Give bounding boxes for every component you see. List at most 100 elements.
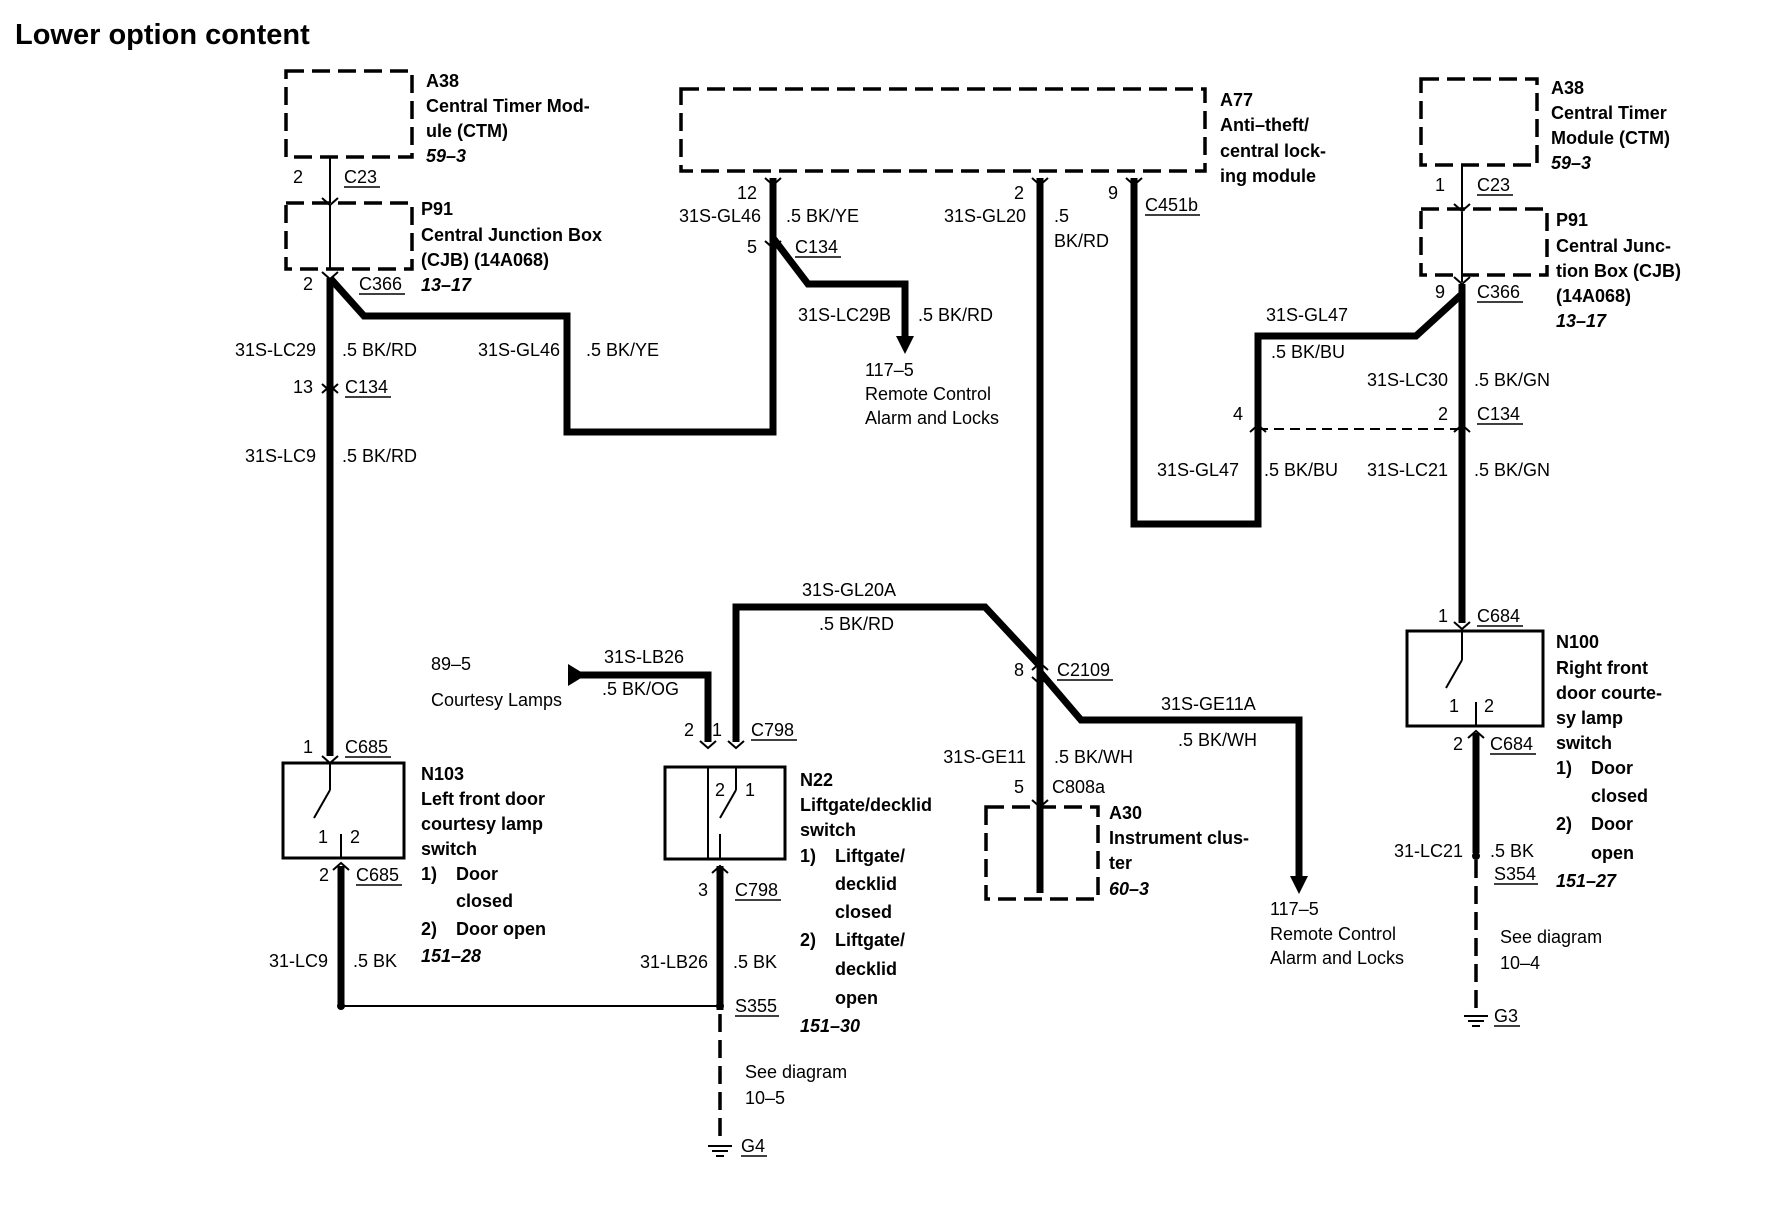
wire-label-lb26: 31S-LB26 <box>604 647 684 667</box>
n22-state1-num: 1) <box>800 846 816 866</box>
connector-c451b: C451b <box>1145 195 1198 215</box>
chevron-c798-bot <box>711 864 729 874</box>
wire-spec-lc30: .5 BK/GN <box>1474 370 1550 390</box>
p91-left-junction-box <box>284 201 414 271</box>
n103-name3: switch <box>421 839 477 859</box>
wire-spec-gl20-a: .5 <box>1054 206 1069 226</box>
n103-switch-box <box>281 761 406 860</box>
p91-left-ref: 13–17 <box>421 275 472 295</box>
splice-s354-label: S354 <box>1494 864 1536 884</box>
n103-state2-a: Door open <box>456 919 546 939</box>
a77-id: A77 <box>1220 90 1253 110</box>
wire-spec-gl20a: .5 BK/RD <box>819 614 894 634</box>
n22-state1-c: closed <box>835 902 892 922</box>
a77-name2: central lock- <box>1220 141 1326 161</box>
wire-label-lc21-ground: 31-LC21 <box>1394 841 1463 861</box>
n103-name2: courtesy lamp <box>421 814 543 834</box>
n22-state2-c: open <box>835 988 878 1008</box>
chevron-a77-pin9 <box>1125 177 1143 187</box>
wire-label-gl46-left: 31S-GL46 <box>478 340 560 360</box>
p91-right-name2: tion Box (CJB) <box>1556 261 1681 281</box>
ref-see-diagram-right-1: See diagram <box>1500 927 1602 947</box>
connector-c684-bot: C684 <box>1490 734 1533 754</box>
wire-spec-lc9: .5 BK/RD <box>342 446 417 466</box>
n22-state1-a: Liftgate/ <box>835 846 905 866</box>
wire-gl46 <box>327 178 777 436</box>
chevron-c134-mid <box>764 240 782 250</box>
ref-see-diagram-right-2: 10–4 <box>1500 953 1540 973</box>
pin-c23-left: 2 <box>293 167 303 187</box>
connector-c366-right: C366 <box>1477 282 1520 302</box>
wire-spec-ge11a: .5 BK/WH <box>1178 730 1257 750</box>
chevron-c685-bot <box>332 861 350 871</box>
a77-anti-theft-module <box>679 87 1207 173</box>
n103-switch-contacts <box>313 763 342 858</box>
n103-state1-num: 1) <box>421 864 437 884</box>
n22-state2-b: decklid <box>835 959 897 979</box>
wire-spec-gl20-b: BK/RD <box>1054 231 1109 251</box>
chevron-c134-right-4 <box>1249 423 1267 433</box>
n100-name4: switch <box>1556 733 1612 753</box>
wire-label-gl47-low: 31S-GL47 <box>1157 460 1239 480</box>
connector-c134-left: C134 <box>345 377 388 397</box>
n22-name2: switch <box>800 820 856 840</box>
chevron-c808a <box>1031 799 1049 809</box>
n22-id: N22 <box>800 770 833 790</box>
pin-c798-3: 3 <box>698 880 708 900</box>
n100-pin-2: 2 <box>1484 696 1494 716</box>
wire-ge11a <box>1037 669 1303 878</box>
a38-right-ref: 59–3 <box>1551 153 1591 173</box>
connector-c808a: C808a <box>1052 777 1106 797</box>
chevron-c684-top <box>1453 621 1471 631</box>
ground-g3-icon <box>1464 1015 1488 1027</box>
connector-c684-top: C684 <box>1477 606 1520 626</box>
connector-c798-bot: C798 <box>735 880 778 900</box>
wire-label-lc30: 31S-LC30 <box>1367 370 1448 390</box>
chevron-c798-top <box>699 740 745 750</box>
splice-s354 <box>1472 852 1480 860</box>
splice-s355-label: S355 <box>735 996 777 1016</box>
n100-state2-num: 2) <box>1556 814 1572 834</box>
a38-left-id: A38 <box>426 71 459 91</box>
n103-pin-1: 1 <box>318 827 328 847</box>
n103-state1-b: closed <box>456 891 513 911</box>
n22-ref: 151–30 <box>800 1016 860 1036</box>
pin-c134-right-4: 4 <box>1233 404 1243 424</box>
chevron-c134-right-2 <box>1453 423 1471 433</box>
n103-pin-2: 2 <box>350 827 360 847</box>
wire-spec-lc21-top: .5 BK/GN <box>1474 460 1550 480</box>
wire-spec-lb26: .5 BK/OG <box>602 679 679 699</box>
wire-spec-gl47-top: .5 BK/BU <box>1271 342 1345 362</box>
n100-state1-b: closed <box>1591 786 1648 806</box>
wire-label-lc9: 31S-LC9 <box>245 446 316 466</box>
wire-label-ge11: 31S-GE11 <box>943 747 1026 767</box>
chevron-c2109 <box>1031 661 1049 686</box>
wire-label-gl20: 31S-GL20 <box>944 206 1026 226</box>
arrow-remote-control-1 <box>896 336 914 354</box>
p91-right-name3: (14A068) <box>1556 286 1631 306</box>
page-title: Lower option content <box>15 19 310 51</box>
arrow-remote-control-2 <box>1290 876 1308 894</box>
ref-remote-control-1-line2: Alarm and Locks <box>865 408 999 428</box>
wire-spec-gl46-top: .5 BK/YE <box>786 206 859 226</box>
n100-name2: door courte- <box>1556 683 1662 703</box>
connector-c798-top: C798 <box>751 720 794 740</box>
a77-name1: Anti–theft/ <box>1220 115 1309 135</box>
wire-label-gl47-top: 31S-GL47 <box>1266 305 1348 325</box>
arrow-courtesy-lamps <box>568 664 586 686</box>
p91-right-junction-box <box>1419 207 1549 277</box>
n22-name1: Liftgate/decklid <box>800 795 932 815</box>
p91-right-name1: Central Junc- <box>1556 236 1671 256</box>
n22-state1-b: decklid <box>835 874 897 894</box>
chevron-c23-right <box>1453 203 1471 213</box>
ground-g3-label: G3 <box>1494 1006 1518 1026</box>
n100-ref: 151–27 <box>1556 871 1617 891</box>
a30-name1: Instrument clus- <box>1109 828 1249 848</box>
ref-courtesy-lamps-page: 89–5 <box>431 654 471 674</box>
wire-spec-ge11: .5 BK/WH <box>1054 747 1133 767</box>
chevron-c366-right <box>1453 276 1471 286</box>
n100-state1-a: Door <box>1591 758 1633 778</box>
n100-id: N100 <box>1556 632 1599 652</box>
n22-pin-1: 1 <box>745 780 755 800</box>
